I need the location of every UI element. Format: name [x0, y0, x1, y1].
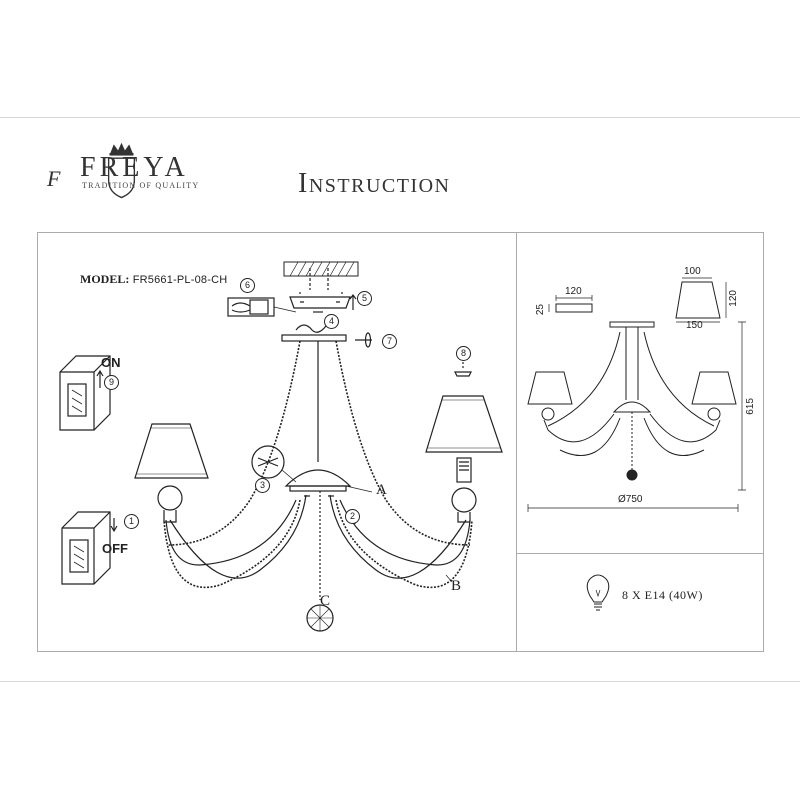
step-8: 8 [456, 346, 471, 361]
dim-shade-height: 120 [728, 290, 739, 307]
step-7: 7 [382, 334, 397, 349]
page-title: Instruction [298, 168, 451, 199]
model-value: FR5661-PL-08-CH [132, 274, 228, 286]
part-label-b: B [451, 578, 462, 594]
dim-shade-bottom: 150 [686, 320, 703, 331]
instruction-sheet [0, 117, 800, 682]
model-line: MODEL: FR5661-PL-08-CH [80, 272, 227, 287]
step-3: 3 [255, 478, 270, 493]
dim-total-height: 615 [745, 398, 756, 415]
step-6: 6 [240, 278, 255, 293]
step-1: 1 [124, 514, 139, 529]
model-label: MODEL: [80, 272, 130, 286]
part-label-c: C [320, 593, 331, 609]
bulb-panel [516, 553, 764, 652]
freya-crest-icon [107, 142, 136, 199]
dim-canopy-width: 120 [565, 286, 582, 297]
bulb-spec: 8 X E14 (40W) [622, 588, 703, 602]
step-9: 9 [104, 375, 119, 390]
step-2: 2 [345, 509, 360, 524]
brand-name: FREYA [80, 152, 189, 183]
switch-off-label: OFF [102, 541, 128, 556]
dim-diameter: Ø750 [618, 494, 643, 505]
logo-monogram: F [47, 166, 61, 191]
switch-on-label: ON [101, 355, 121, 370]
step-4: 4 [324, 314, 339, 329]
dim-shade-top: 100 [684, 266, 701, 277]
brand-tagline: TRADITION OF QUALITY [82, 181, 200, 190]
part-label-a: A [376, 482, 387, 498]
step-5: 5 [357, 291, 372, 306]
dim-canopy-height: 25 [535, 304, 546, 316]
